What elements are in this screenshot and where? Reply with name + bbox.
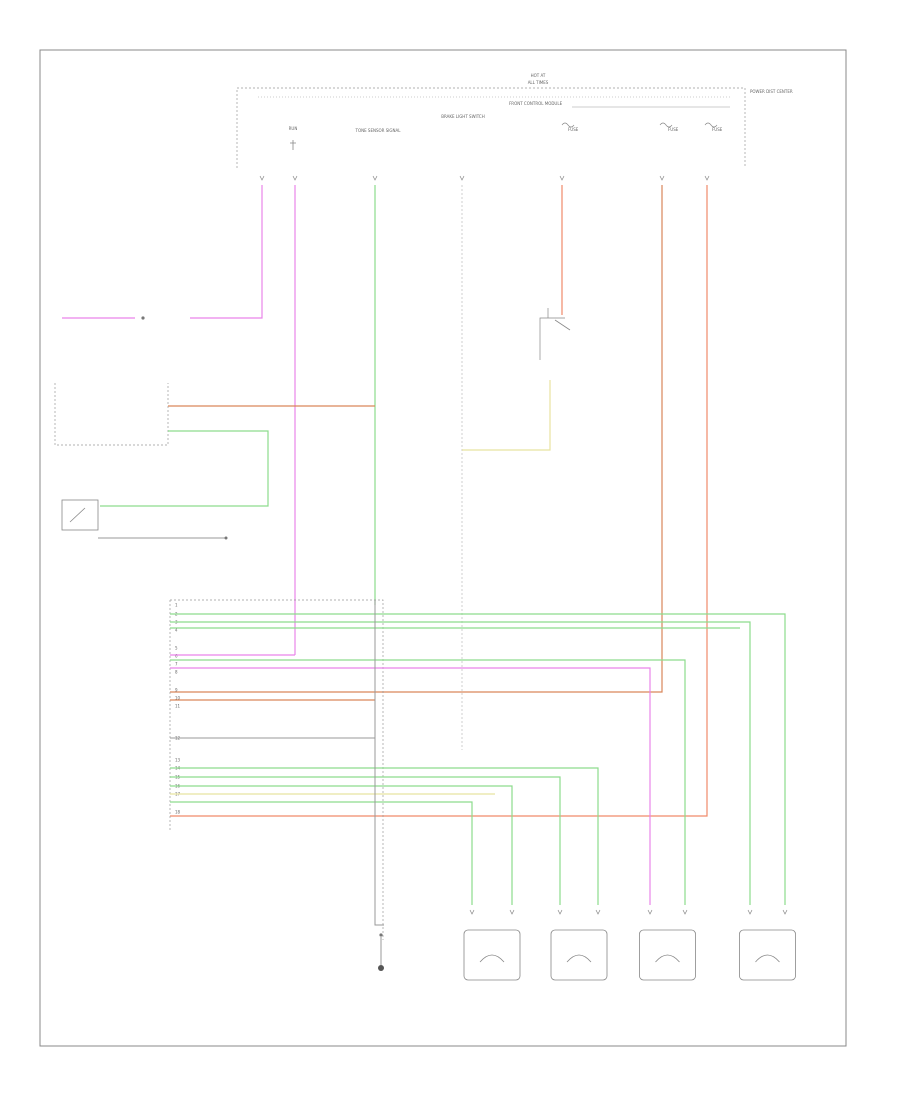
brake-switch-bracket [539, 308, 565, 360]
wire-violet-splice [190, 185, 263, 319]
sensor-connector [469, 909, 475, 915]
wire-red-fuse3 [170, 185, 708, 817]
pin-number: 5 [175, 646, 178, 651]
fuse-box-title: HOT AT [531, 73, 546, 78]
traction-switch-box [61, 499, 99, 531]
sensor-connector [747, 909, 753, 915]
traction-switch-icon [69, 507, 86, 523]
pin-number: 8 [175, 670, 178, 675]
fuse-icon [561, 122, 718, 128]
bcm-outline [54, 383, 169, 446]
fuse-label: FUSE [568, 127, 579, 132]
wheel-sensor-icon [755, 954, 780, 963]
pin-number: 13 [175, 758, 181, 763]
sensor-connector [557, 909, 563, 915]
wire-orange-fuse2 [170, 185, 663, 693]
top-label: TONE SENSOR SIGNAL [355, 128, 402, 133]
wire-sensor-lr-1 [170, 767, 599, 905]
pin-number: 10 [175, 696, 181, 701]
pin-number: 6 [175, 654, 178, 659]
fuse-box-right-label: POWER DIST CENTER [750, 89, 793, 94]
wire-sensor-lf-2 [170, 801, 473, 905]
ground-icon [378, 965, 384, 971]
wheel-sensor-icon [566, 954, 592, 963]
wheel-sensor-icon [655, 954, 680, 963]
fuse-box-left-label: FRONT CONTROL MODULE [509, 101, 563, 106]
pin-number: 4 [175, 628, 178, 633]
fuse-label: FUSE [712, 127, 723, 132]
splice-node [141, 316, 145, 320]
fuse-box-outline [236, 87, 746, 168]
brake-switch-icon [554, 319, 571, 331]
ground-splice-node [379, 933, 383, 937]
fuse-label: FUSE [668, 127, 679, 132]
sensor-connector [595, 909, 601, 915]
abs-module-outline [169, 599, 384, 940]
wire-sensor-rf-2 [170, 667, 651, 905]
wire-ground [374, 600, 384, 926]
pin-number: 1 [175, 603, 178, 608]
wire-sensor-rr-1 [170, 613, 786, 905]
wire-yellow-brake [462, 380, 551, 451]
switch-icon [290, 140, 296, 150]
wheel-sensor-body [463, 929, 521, 981]
diagram-frame [39, 49, 847, 1047]
wire-sensor-lf-1 [170, 785, 513, 905]
wire-sensor-rr-2 [170, 621, 751, 905]
ground-node [224, 536, 228, 540]
sensor-connector [509, 909, 515, 915]
wheel-sensor-body [739, 929, 796, 981]
pin-number: 9 [175, 688, 178, 693]
fuse-box-subtitle: ALL TIMES [528, 80, 549, 85]
top-label: RUN [289, 126, 298, 131]
wheel-sensor-icon [479, 954, 505, 963]
sensor-connector [782, 909, 788, 915]
sensor-connector [682, 909, 688, 915]
wheel-sensors [463, 909, 796, 981]
wire-sensor-lr-2 [170, 776, 561, 905]
wire-green-traction-led [100, 430, 269, 507]
pin-number: 11 [175, 704, 181, 709]
pin-number: 18 [175, 810, 181, 815]
wheel-sensor-body [639, 929, 696, 981]
wheel-sensor-body [550, 929, 608, 981]
top-connectors [259, 175, 710, 181]
sensor-connector [647, 909, 653, 915]
top-label: BRAKE LIGHT SWITCH [441, 114, 484, 119]
wire-sensor-rf-1 [170, 659, 686, 905]
pin-number: 7 [175, 662, 178, 667]
